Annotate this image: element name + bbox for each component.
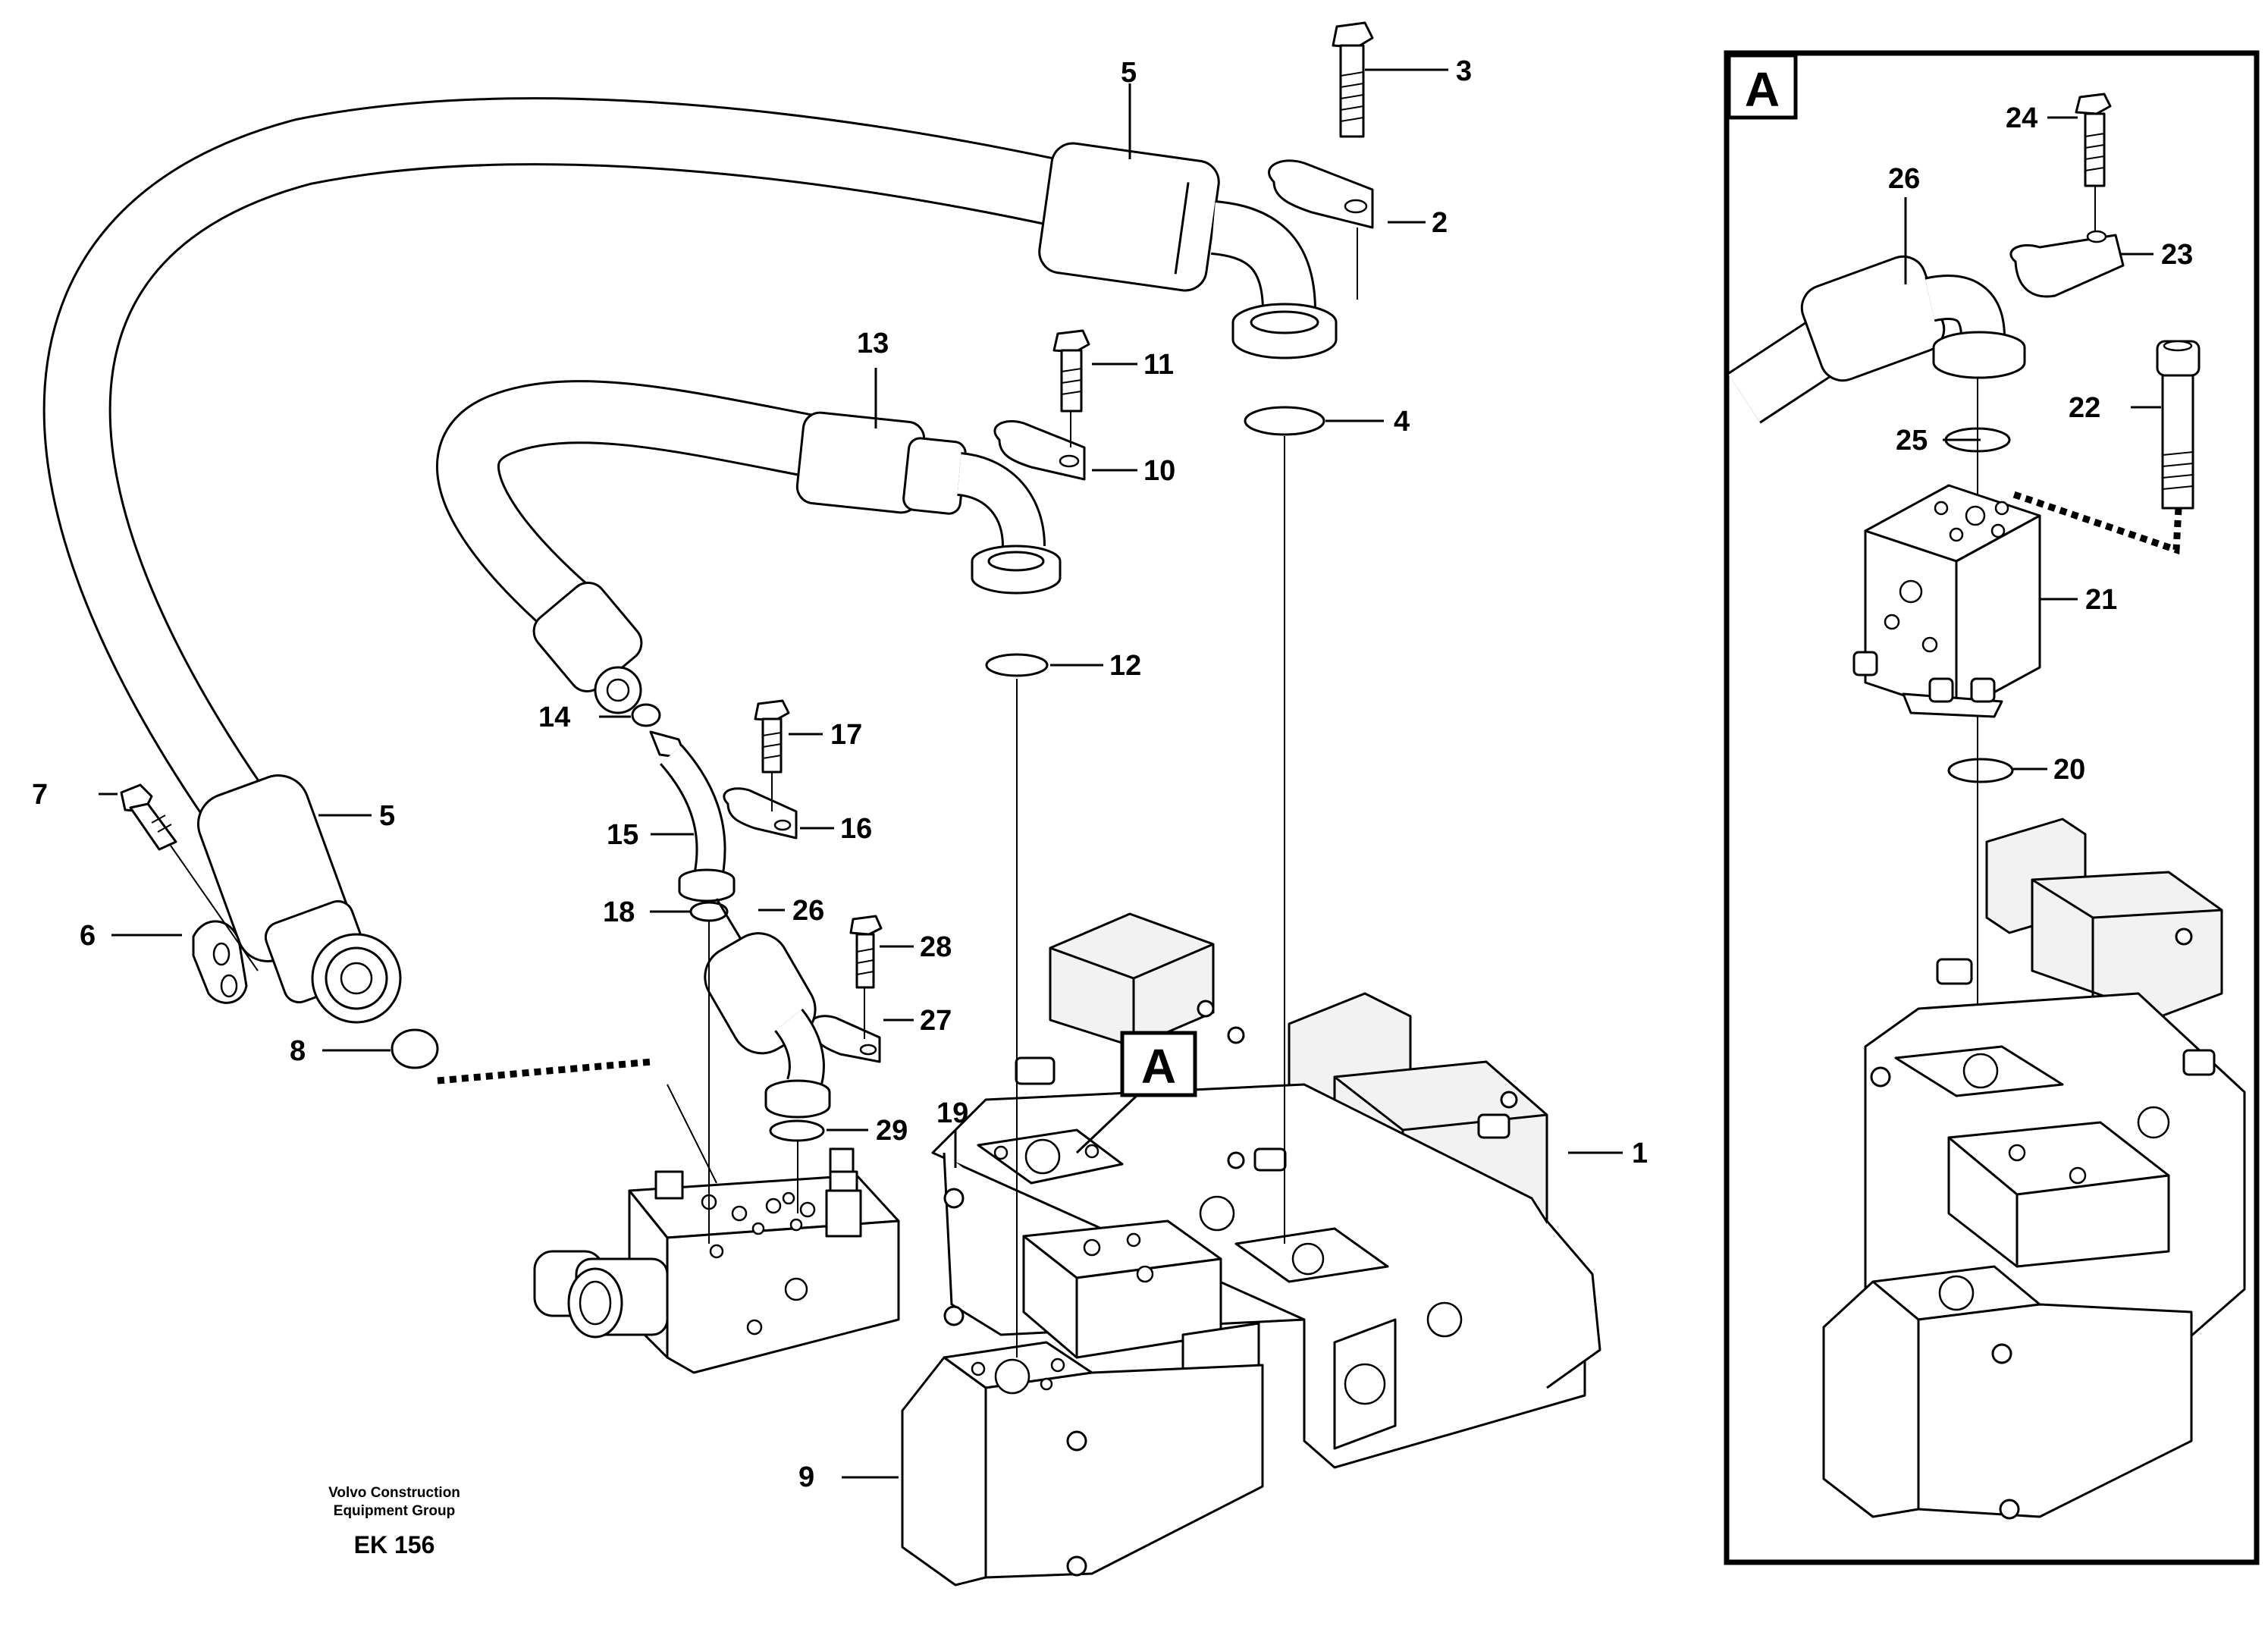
o-ring-14 [631,703,661,727]
hose-assembly-5 [42,97,1338,1024]
o-ring-18 [689,901,729,922]
bolt-3 [1332,21,1374,300]
bolt-17 [754,699,790,774]
o-ring-12 [985,653,1049,677]
tube-15 [649,730,736,902]
bolt-7 [120,783,259,971]
hose-26 [704,898,831,1119]
callout-8: 8 [290,1035,306,1067]
flange-clamp-23 [2009,230,2125,298]
callout-10: 10 [1143,455,1175,487]
valve-block-small [533,1147,900,1374]
callout-27: 27 [920,1005,952,1037]
o-ring-20 [1947,758,2014,783]
callout-29: 29 [876,1115,908,1147]
callout-12: 12 [1109,650,1141,682]
callout-20: 20 [2053,754,2085,786]
o-ring-29 [769,1119,825,1142]
o-rings [391,406,2014,1142]
bolt-11 [1052,329,1090,413]
callout-5-lower: 5 [379,800,395,832]
leader-lines [99,68,2161,1479]
drawing-code: EK 156 [354,1531,435,1558]
callout-14: 14 [538,702,570,733]
callout-3: 3 [1456,55,1472,87]
callout-5-upper: 5 [1121,57,1137,89]
dashed-connection-22 [2008,489,2182,555]
bolt-28 [849,915,883,989]
flange-clamp-10 [993,419,1086,481]
callout-23: 23 [2161,239,2193,271]
detail-control-valve [1822,818,2246,1520]
callout-9: 9 [798,1461,814,1493]
o-ring-8 [391,1028,439,1069]
callout-4: 4 [1394,406,1410,438]
flange-clamp-6 [192,920,248,1004]
callout-18: 18 [603,896,635,928]
flange-clamp-16 [723,787,798,840]
publisher-footer: Volvo Construction Equipment Group EK 15… [328,1485,460,1558]
dashed-connection-8 [437,1058,653,1084]
callout-2: 2 [1432,207,1448,239]
company-line-1: Volvo Construction [328,1485,460,1501]
detail-panel-label: A [1745,62,1780,117]
callout-28: 28 [920,931,952,963]
bolt-24 [2075,93,2112,187]
callout-13: 13 [857,328,889,359]
callout-24: 24 [2006,102,2037,134]
detail-valve-block-21 [1852,484,2041,718]
callout-26-main: 26 [792,895,824,927]
hose-assembly-13 [436,380,1062,714]
callout-26-detail: 26 [1888,163,1920,195]
o-ring-4 [1244,406,1325,436]
callout-25: 25 [1896,425,1928,457]
detail-panel-label-box [1727,53,1798,120]
callout-19: 19 [936,1097,968,1129]
callout-22: 22 [2069,392,2100,424]
callout-15: 15 [607,819,638,851]
bolt-22 [2156,340,2201,510]
callout-21: 21 [2085,584,2117,616]
callout-1: 1 [1632,1138,1648,1169]
company-line-2: Equipment Group [334,1503,455,1519]
flange-clamp-2 [1268,159,1374,229]
callout-6: 6 [80,920,96,952]
detail-marker-a[interactable]: A [1075,1031,1197,1154]
detail-marker-label: A [1141,1039,1176,1094]
detail-panel-frame [1724,50,2260,1565]
detail-hose-26 [1727,255,2026,424]
callout-16: 16 [840,813,872,845]
callout-11: 11 [1143,349,1174,381]
callout-17: 17 [830,719,862,751]
callout-labels: 1 2 3 4 5 5 6 7 8 9 10 11 12 13 14 15 16… [32,55,2193,1493]
callout-7: 7 [32,779,48,811]
main-control-valve [901,912,1601,1587]
